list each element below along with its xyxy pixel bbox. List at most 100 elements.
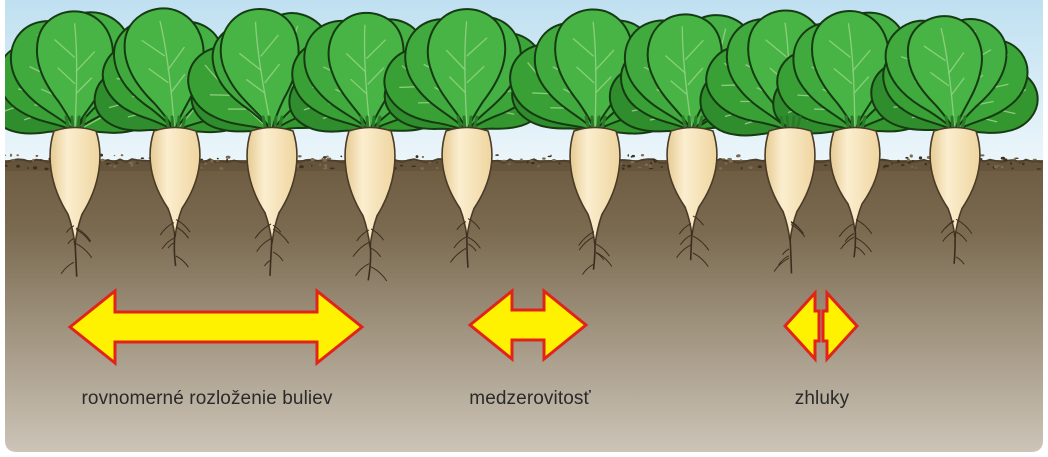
soil-speck <box>649 168 653 169</box>
soil-speck <box>884 165 889 167</box>
soil-speck <box>651 159 655 161</box>
soil-speck <box>645 164 649 166</box>
soil-speck <box>1044 162 1048 164</box>
soil-speck <box>226 159 228 162</box>
soil-speck <box>994 165 998 168</box>
soil-speck <box>502 160 507 162</box>
soil-speck <box>537 166 539 168</box>
soil-speck <box>915 167 917 169</box>
soil-speck <box>741 167 743 170</box>
soil-speck <box>204 163 207 165</box>
soil-speck <box>422 156 424 157</box>
soil-speck <box>32 159 34 162</box>
soil-speck <box>3 165 7 167</box>
clusters-label: zhluky <box>795 388 849 410</box>
soil-speck <box>219 167 223 170</box>
soil-speck <box>622 165 626 166</box>
soil-speck <box>632 155 635 157</box>
soil-speck <box>36 155 39 157</box>
soil-speck <box>527 161 529 164</box>
soil-speck <box>109 165 112 166</box>
soil-speck <box>1022 163 1025 165</box>
soil-speck <box>925 163 928 165</box>
soil-speck <box>340 156 342 158</box>
soil-speck <box>1033 159 1037 160</box>
soil-speck <box>16 154 19 156</box>
soil-speck <box>725 163 728 165</box>
soil-speck <box>736 155 739 158</box>
soil-speck <box>919 156 922 159</box>
soil-speck <box>901 164 905 166</box>
soil-speck <box>548 156 552 158</box>
soil-speck <box>907 159 910 162</box>
soil-speck <box>11 159 16 160</box>
soil-speck <box>912 160 915 162</box>
soil-speck <box>44 168 48 171</box>
soil-speck <box>1003 159 1007 161</box>
soil-speck <box>298 155 302 157</box>
soil-speck <box>727 158 732 161</box>
soil-speck <box>542 157 546 159</box>
soil-speck <box>411 166 416 168</box>
soil-speck <box>330 168 335 170</box>
soil-speck <box>136 162 139 164</box>
soil-speck <box>326 156 329 158</box>
soil-speck <box>824 165 828 167</box>
soil-speck <box>324 164 327 167</box>
soil-speck <box>129 162 134 164</box>
soil-speck <box>310 165 312 166</box>
soil-speck <box>911 166 914 167</box>
soil-speck <box>226 156 231 159</box>
soil-speck <box>33 166 37 169</box>
soil-speck <box>508 164 511 165</box>
soil-speck <box>299 165 304 168</box>
soil-speck <box>319 164 322 166</box>
soil-speck <box>552 159 556 161</box>
soil-speck <box>661 166 663 168</box>
soil-speck <box>641 154 644 156</box>
soil-speck <box>40 159 42 161</box>
soil-speck <box>1010 162 1012 165</box>
soil-speck <box>520 159 523 160</box>
soil-speck <box>622 167 625 169</box>
soil-speck <box>113 165 116 168</box>
soil-speck <box>327 158 332 160</box>
soil-speck <box>740 159 742 161</box>
soil-speck <box>1037 168 1042 169</box>
soil-speck <box>436 167 438 170</box>
soil-speck <box>201 167 203 169</box>
soil-speck <box>420 167 424 170</box>
soil-speck <box>131 164 134 167</box>
soil-speck <box>653 160 657 163</box>
soil-speck <box>1011 168 1013 170</box>
soil-speck <box>1 154 5 156</box>
soil-speck <box>650 162 652 165</box>
soil-speck <box>0 164 2 167</box>
soil-speck <box>16 165 20 168</box>
soil-speck <box>910 154 913 157</box>
soil-speck <box>558 163 560 164</box>
soil-speck <box>323 168 325 170</box>
soil-speck <box>722 158 725 159</box>
soil-speck <box>749 166 753 169</box>
soil-speck <box>1014 158 1016 161</box>
soil-speck <box>27 167 29 169</box>
soil-speck <box>100 159 104 162</box>
gaps-label: medzerovitosť <box>469 388 590 410</box>
soil-speck <box>531 162 535 164</box>
soil-speck <box>114 155 116 156</box>
soil-speck <box>638 167 642 168</box>
soil-speck <box>436 162 438 163</box>
soil-speck <box>211 159 214 162</box>
soil-speck <box>630 161 634 163</box>
soil-speck <box>1001 166 1004 169</box>
soil-speck <box>719 167 722 170</box>
soil-speck <box>216 161 219 163</box>
soil-speck <box>987 163 989 165</box>
soil-speck <box>322 158 324 160</box>
soil-speck <box>400 165 403 167</box>
soil-speck <box>729 160 733 162</box>
soil-speck <box>106 163 111 164</box>
soil-speck <box>114 162 118 163</box>
